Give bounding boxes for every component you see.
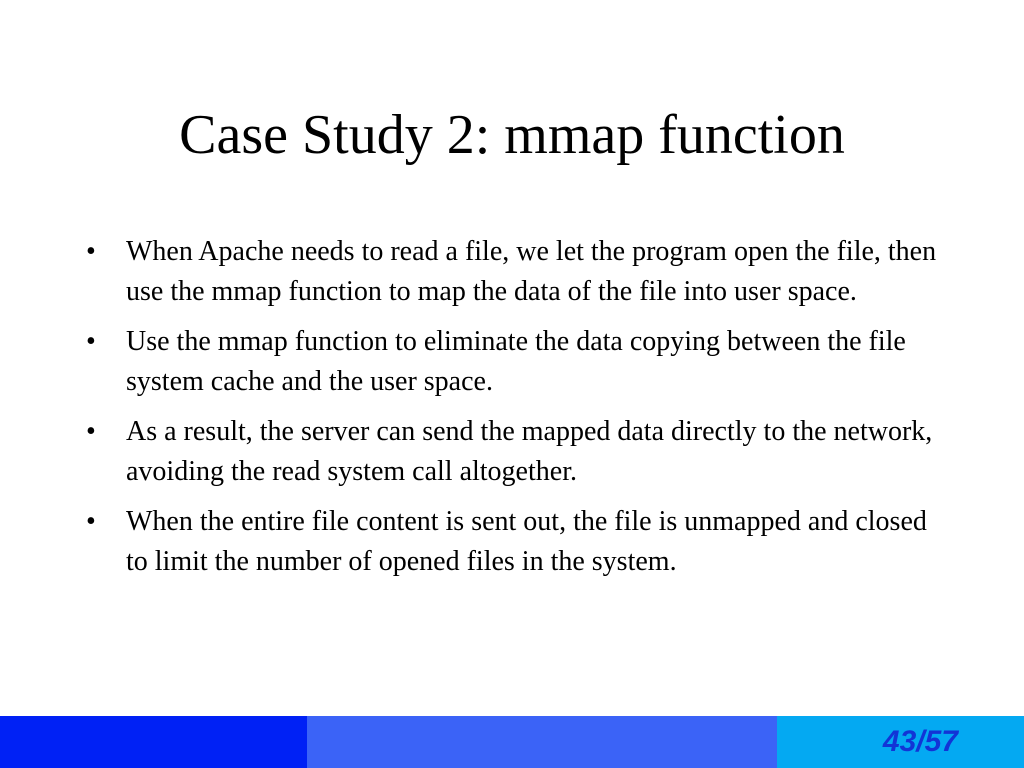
- bullet-item: • As a result, the server can send the m…: [86, 412, 946, 492]
- bullet-marker: •: [86, 506, 96, 537]
- page-number: 43/57: [882, 725, 958, 758]
- footer-segment-dark-blue: [0, 716, 307, 768]
- bullet-item: • When the entire file content is sent o…: [86, 502, 946, 582]
- bullet-text: As a result, the server can send the map…: [126, 416, 933, 487]
- bullet-marker: •: [86, 326, 96, 357]
- bullet-item: • When Apache needs to read a file, we l…: [86, 232, 946, 312]
- slide-title: Case Study 2: mmap function: [179, 104, 845, 166]
- bullet-text: When Apache needs to read a file, we let…: [126, 236, 937, 307]
- bullet-marker: •: [86, 236, 96, 267]
- bullet-item: • Use the mmap function to eliminate the…: [86, 322, 946, 402]
- bullet-list: • When Apache needs to read a file, we l…: [86, 232, 946, 592]
- footer-segment-light-blue: 43/57: [777, 716, 1024, 768]
- bullet-marker: •: [86, 416, 96, 447]
- footer-segment-medium-blue: [307, 716, 777, 768]
- footer-bar: 43/57: [0, 716, 1024, 768]
- bullet-text: Use the mmap function to eliminate the d…: [126, 326, 906, 397]
- bullet-text: When the entire file content is sent out…: [126, 506, 927, 577]
